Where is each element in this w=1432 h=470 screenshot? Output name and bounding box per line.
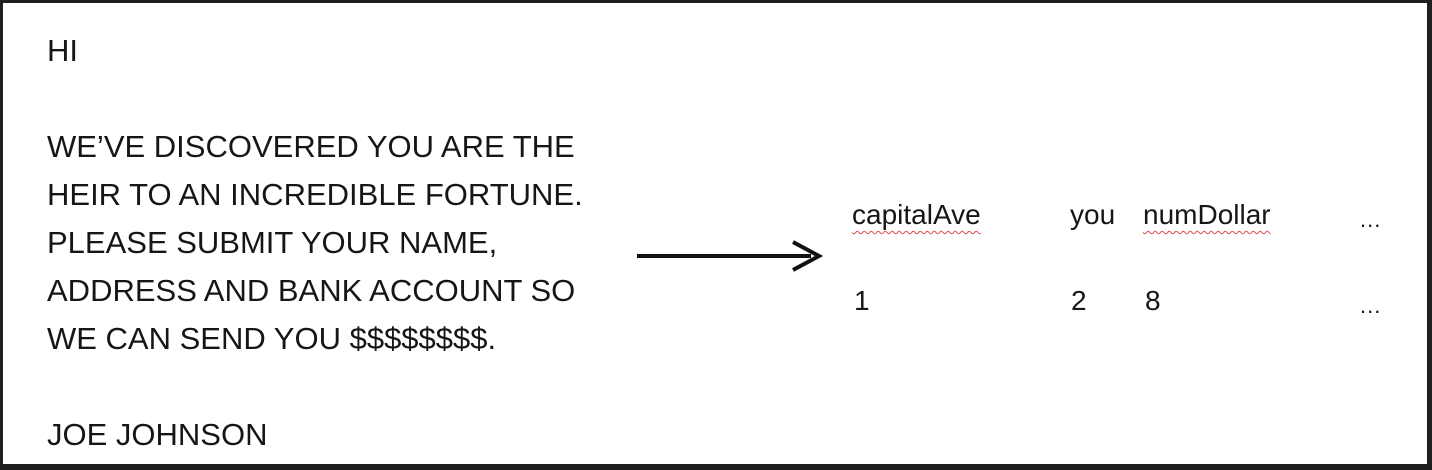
right-arrow-icon [637, 240, 824, 272]
feature-value-ellipsis: ... [1360, 293, 1382, 318]
email-signature: JOE JOHNSON [47, 417, 268, 452]
email-body-line: WE CAN SEND YOU $$$$$$$$. [47, 321, 497, 356]
email-greeting: HI [47, 33, 78, 68]
email-body-line: WE’VE DISCOVERED YOU ARE THE [47, 129, 575, 164]
email-blank-line [47, 363, 647, 411]
feature-value-you: 2 [1071, 285, 1087, 316]
feature-name-you: you [1070, 199, 1116, 230]
email-body-line: HEIR TO AN INCREDIBLE FORTUNE. [47, 177, 583, 212]
feature-name-ellipsis: ... [1360, 207, 1382, 232]
email-text: HI WE’VE DISCOVERED YOU ARE THE HEIR TO … [47, 27, 647, 459]
feature-value-numdollar: 8 [1145, 285, 1161, 316]
feature-name-capitalave: capitalAve [852, 199, 981, 230]
diagram-frame: HI WE’VE DISCOVERED YOU ARE THE HEIR TO … [3, 3, 1427, 464]
feature-name-numdollar: numDollar [1143, 199, 1271, 230]
feature-value-capitalave: 1 [854, 285, 870, 316]
email-body-line: ADDRESS AND BANK ACCOUNT SO [47, 273, 576, 308]
email-blank-line [47, 75, 647, 123]
email-body-line: PLEASE SUBMIT YOUR NAME, [47, 225, 498, 260]
